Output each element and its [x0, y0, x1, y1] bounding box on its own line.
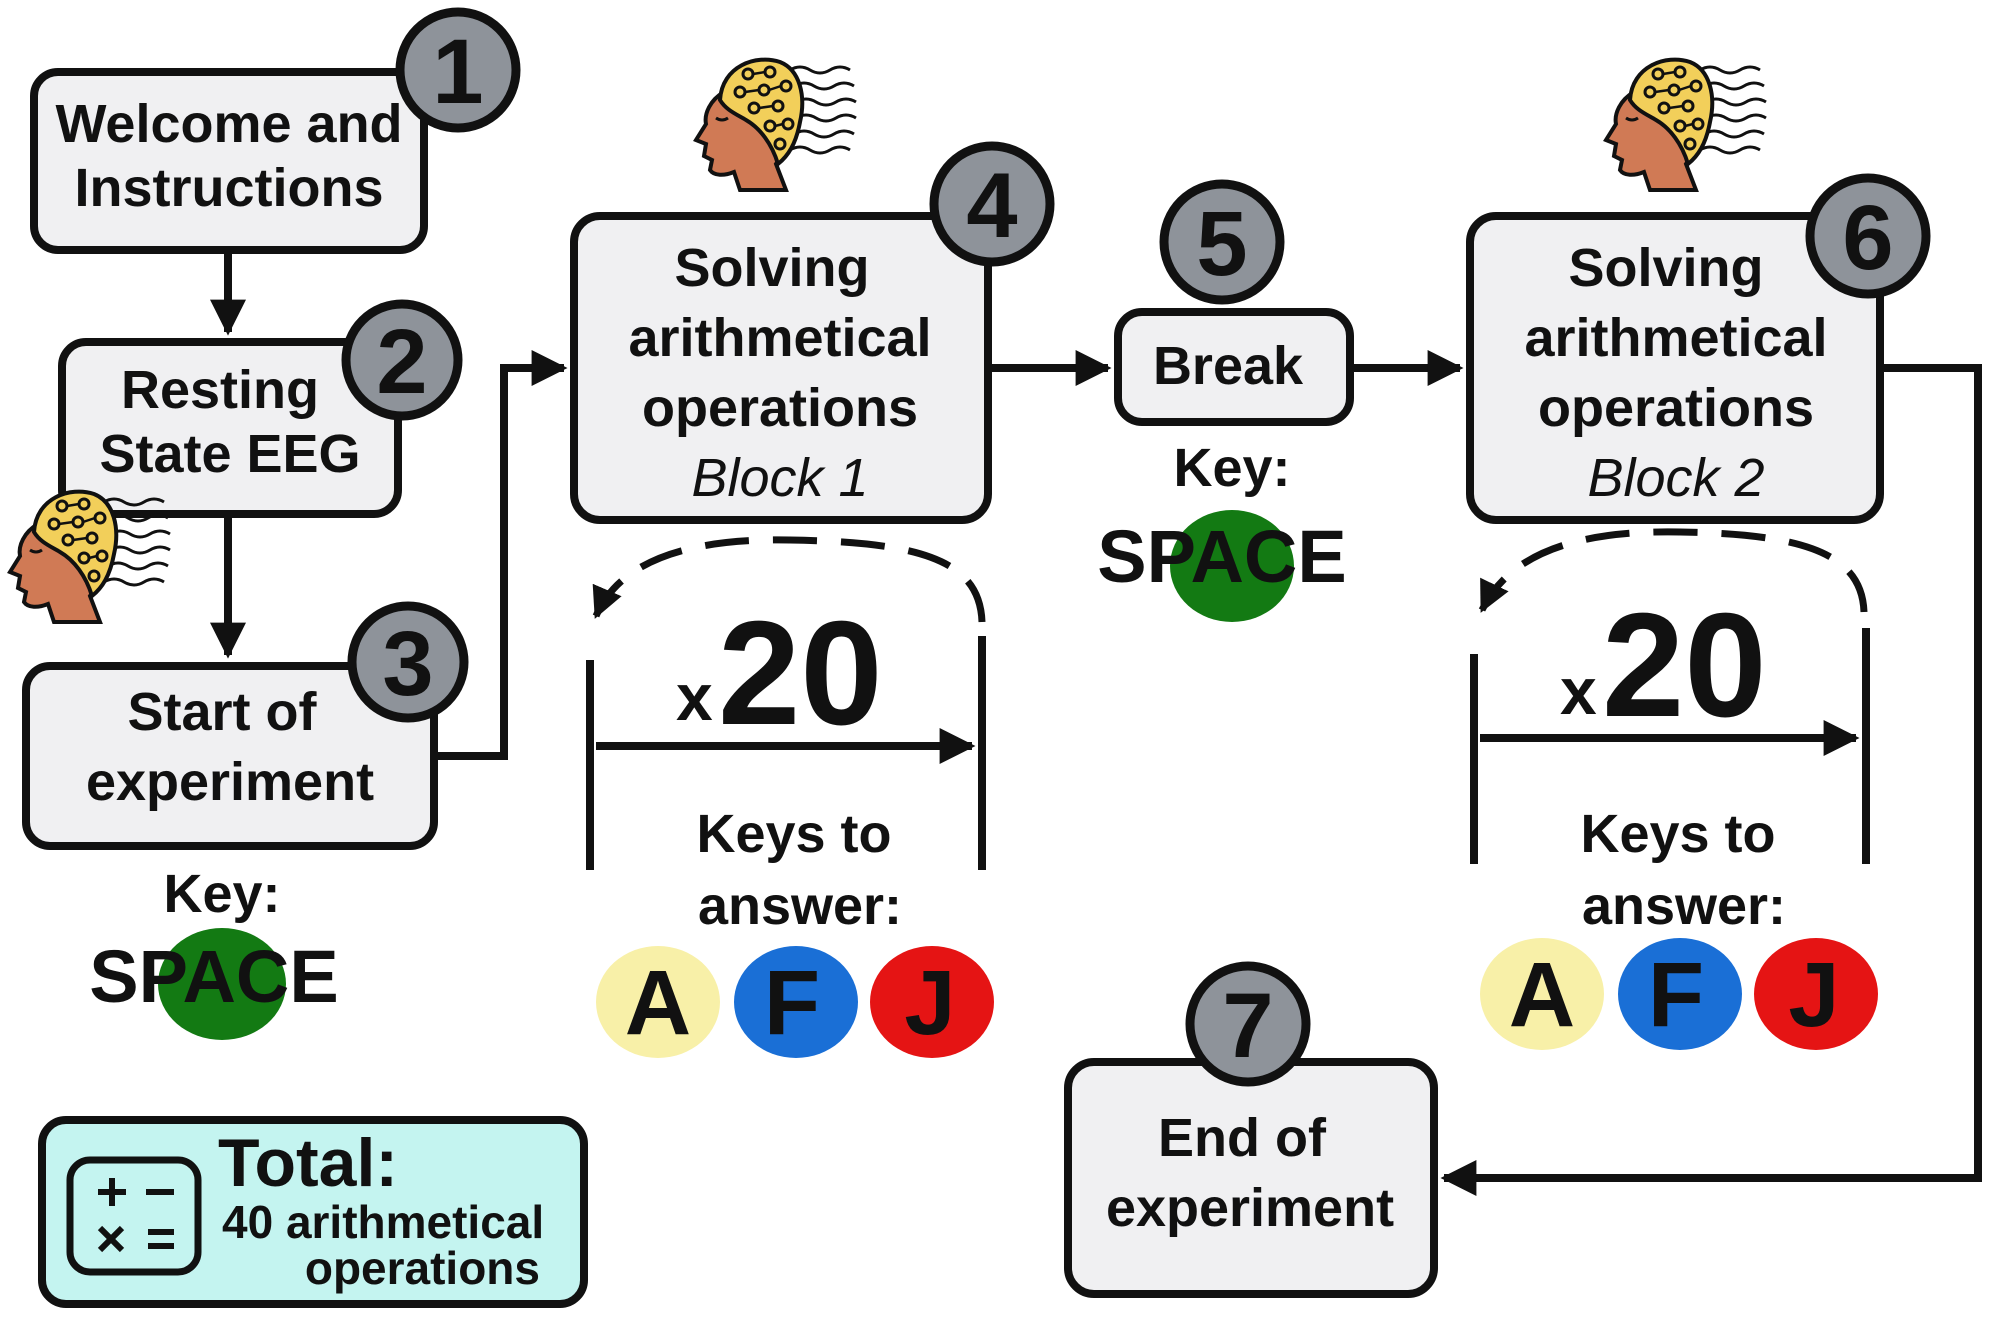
step-4-line-1: Solving [674, 238, 869, 298]
answer-label-line-2: answer: [698, 876, 902, 936]
repeat-loop-block-2: x 20 Keys to answer: A F J [1470, 528, 1878, 1050]
repeat-x: x [676, 660, 713, 734]
total-line-2: operations [305, 1242, 540, 1294]
step-badge-5: 5 [1159, 179, 1285, 305]
step-6-block-label: Block 2 [1587, 448, 1764, 508]
repeat-count: 20 [1602, 583, 1767, 748]
step-6-block-2: Solving arithmetical operations Block 2 [1466, 212, 1884, 524]
step-badge-3: 3 [347, 601, 469, 723]
step-4-line-3: operations [642, 378, 918, 438]
step-1-line-1: Welcome and [55, 94, 402, 154]
step-3-start: Start of experiment [22, 662, 438, 850]
step-7-line-2: experiment [1106, 1178, 1394, 1238]
answer-key-a-letter: A [1509, 944, 1575, 1046]
step-6-line-1: Solving [1568, 238, 1763, 298]
repeat-x: x [1560, 654, 1597, 728]
step-2-line-1: Resting [121, 360, 319, 420]
step-7-line-1: End of [1158, 1108, 1327, 1168]
answer-key-j-letter: J [904, 952, 955, 1054]
total-line-1: 40 arithmetical [222, 1196, 544, 1248]
step-5-line-1: Break [1153, 336, 1304, 396]
step-badge-2: 2 [341, 299, 463, 421]
flow-connectors [210, 252, 1982, 1196]
answer-key-j-letter: J [1788, 944, 1839, 1046]
key-label: Key: [1173, 438, 1290, 498]
repeat-count: 20 [718, 591, 883, 756]
answer-label-line-1: Keys to [696, 804, 891, 864]
step-4-block-label: Block 1 [691, 448, 868, 508]
svg-text:2: 2 [376, 311, 427, 413]
arrow-6-to-7 [1440, 364, 1982, 1196]
svg-text:6: 6 [1842, 187, 1893, 289]
step-5-break: Break [1114, 308, 1354, 426]
step-2-resting-state: Resting State EEG [58, 338, 402, 518]
step-badge-6: 6 [1805, 173, 1931, 299]
step-7-end: End of experiment [1064, 1058, 1438, 1298]
answer-key-a [1480, 938, 1604, 1050]
svg-text:7: 7 [1222, 975, 1273, 1077]
step-4-line-2: arithmetical [628, 308, 931, 368]
answer-label-line-2: answer: [1582, 876, 1786, 936]
answer-key-f [734, 946, 858, 1058]
space-key-text: SPACE [1097, 515, 1346, 598]
svg-text:3: 3 [382, 613, 433, 715]
calculator-icon [66, 1156, 202, 1276]
answer-key-j [1754, 938, 1878, 1050]
step-badge-7: 7 [1185, 961, 1311, 1087]
answer-key-f-letter: F [1648, 944, 1704, 1046]
step-badge-4: 4 [929, 141, 1055, 267]
answer-label-line-1: Keys to [1580, 804, 1775, 864]
svg-text:4: 4 [966, 155, 1017, 257]
answer-key-a-letter: A [625, 952, 691, 1054]
svg-text:5: 5 [1196, 193, 1247, 295]
answer-key-f [1618, 938, 1742, 1050]
arrow-3-to-4 [436, 350, 568, 760]
step-1-welcome: Welcome and Instructions [30, 68, 428, 254]
svg-text:1: 1 [432, 21, 483, 123]
step-1-line-2: Instructions [74, 158, 383, 218]
step-3-line-1: Start of [128, 682, 318, 742]
step-4-block-1: Solving arithmetical operations Block 1 [570, 212, 992, 524]
total-summary-box: Total: 40 arithmetical operations [38, 1116, 588, 1308]
step-2-line-2: State EEG [99, 424, 360, 484]
eeg-cap-head-icon [1604, 57, 1768, 192]
answer-key-a [596, 946, 720, 1058]
space-key-highlight [158, 928, 286, 1040]
repeat-loop-block-1: x 20 Keys to answer: A F J [586, 536, 994, 1058]
start-key-hint: Key: SPACE [89, 864, 339, 1040]
space-key-highlight [1170, 510, 1294, 622]
step-6-line-3: operations [1538, 378, 1814, 438]
space-key-text: SPACE [89, 935, 338, 1018]
answer-key-f-letter: F [764, 952, 820, 1054]
step-3-line-2: experiment [86, 752, 374, 812]
step-badges: 1 2 3 4 5 6 7 [341, 7, 1931, 1087]
step-badge-1: 1 [395, 7, 521, 133]
total-title: Total: [218, 1125, 398, 1201]
break-key-hint: Key: SPACE [1097, 438, 1347, 622]
eeg-cap-head-icon [694, 57, 858, 192]
answer-key-j [870, 946, 994, 1058]
step-6-line-2: arithmetical [1524, 308, 1827, 368]
key-label: Key: [163, 864, 280, 924]
